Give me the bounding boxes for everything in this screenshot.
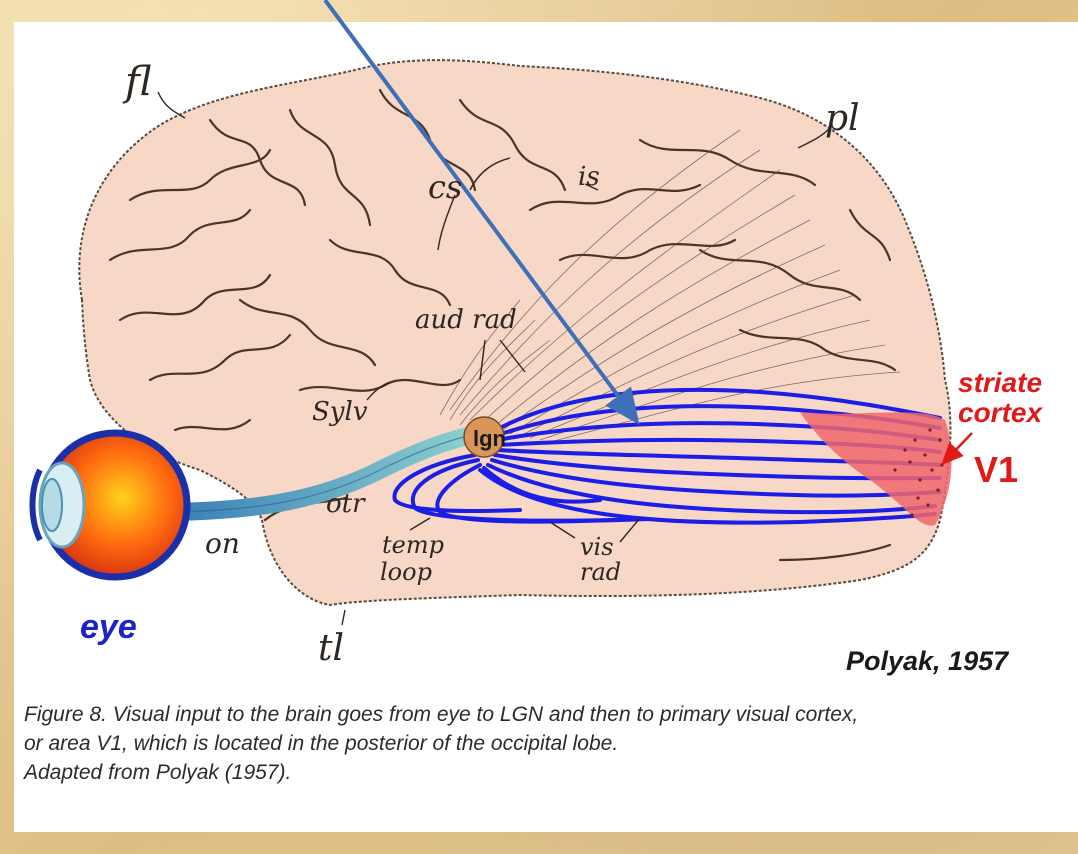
- label-aud-rad: aud rad: [415, 305, 517, 335]
- label-vis: vis: [580, 533, 614, 561]
- credit-label: Polyak, 1957: [846, 646, 1010, 676]
- label-rad: rad: [580, 558, 621, 586]
- label-sylv: Sylv: [312, 397, 368, 427]
- caption-line-2: or area V1, which is located in the post…: [24, 729, 1054, 758]
- label-cs: cs: [428, 168, 462, 206]
- caption-line-3: Adapted from Polyak (1957).: [24, 758, 1054, 787]
- label-cortex: cortex: [958, 397, 1043, 428]
- eye-illustration: [33, 433, 188, 577]
- label-on: on: [205, 527, 240, 560]
- caption-line-1: Figure 8. Visual input to the brain goes…: [24, 700, 1054, 729]
- label-tl: tl: [318, 628, 344, 669]
- label-loop: loop: [380, 558, 432, 586]
- label-fl: fl: [122, 59, 152, 105]
- label-eye: eye: [80, 608, 137, 646]
- label-temp: temp: [382, 531, 444, 559]
- label-striate: striate: [958, 367, 1042, 398]
- label-is: is: [578, 162, 600, 192]
- label-otr: otr: [326, 489, 366, 519]
- figure-caption: Figure 8. Visual input to the brain goes…: [24, 700, 1054, 787]
- label-pl: pl: [825, 98, 860, 139]
- brain-diagram: fl pl cs is aud rad Sylv otr on temp loo…: [0, 0, 1078, 700]
- label-v1: V1: [974, 449, 1018, 490]
- label-lgn: lgn: [473, 426, 506, 451]
